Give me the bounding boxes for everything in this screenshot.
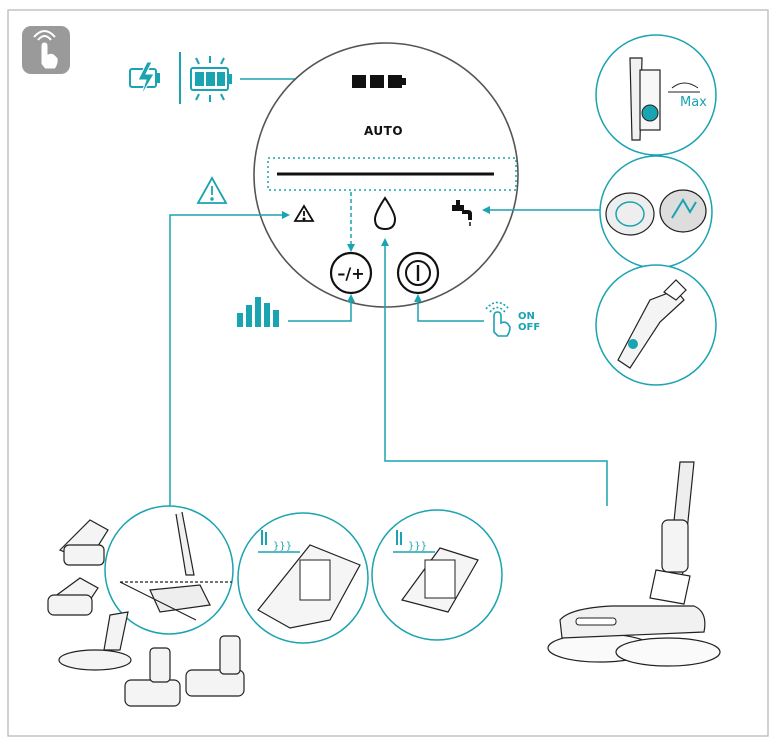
attachment-heads — [47, 519, 245, 707]
page-border — [7, 9, 769, 737]
battery-level-icon — [190, 56, 232, 102]
power-connector — [417, 300, 484, 322]
floor-mop-unit — [547, 461, 721, 667]
battery-status-icon — [352, 75, 406, 88]
tap-on-off-icon — [485, 301, 511, 337]
warning-outline-icon — [196, 176, 228, 204]
on-label: ON — [518, 311, 535, 322]
suction-bars-icon — [237, 297, 279, 327]
svg-text:}}}: }}} — [273, 541, 292, 552]
off-label: OFF — [518, 322, 541, 333]
filter-pads-detail — [599, 155, 713, 269]
max-label: Max — [680, 95, 707, 110]
heat-brush-detail-2: }}} — [371, 509, 503, 641]
floor-brush-detail — [104, 505, 234, 635]
battery-charging-icon — [129, 61, 160, 97]
tank-max-detail — [595, 34, 717, 156]
suction-connector — [288, 300, 352, 322]
warning-connector — [169, 214, 284, 506]
water-connector — [384, 244, 608, 506]
svg-text:–/+: –/+ — [337, 264, 364, 283]
minus-plus-icon: –/+ — [329, 251, 373, 295]
nozzle-detail — [595, 264, 717, 386]
water-drop-icon — [373, 196, 397, 231]
mode-label: AUTO — [364, 124, 404, 138]
faucet-icon — [452, 200, 472, 226]
heat-brush-detail-1: }}} — [237, 512, 369, 644]
touch-hand-icon — [22, 26, 70, 74]
warning-triangle-icon — [293, 204, 315, 222]
power-icon — [396, 251, 440, 295]
svg-text:}}}: }}} — [408, 541, 427, 552]
